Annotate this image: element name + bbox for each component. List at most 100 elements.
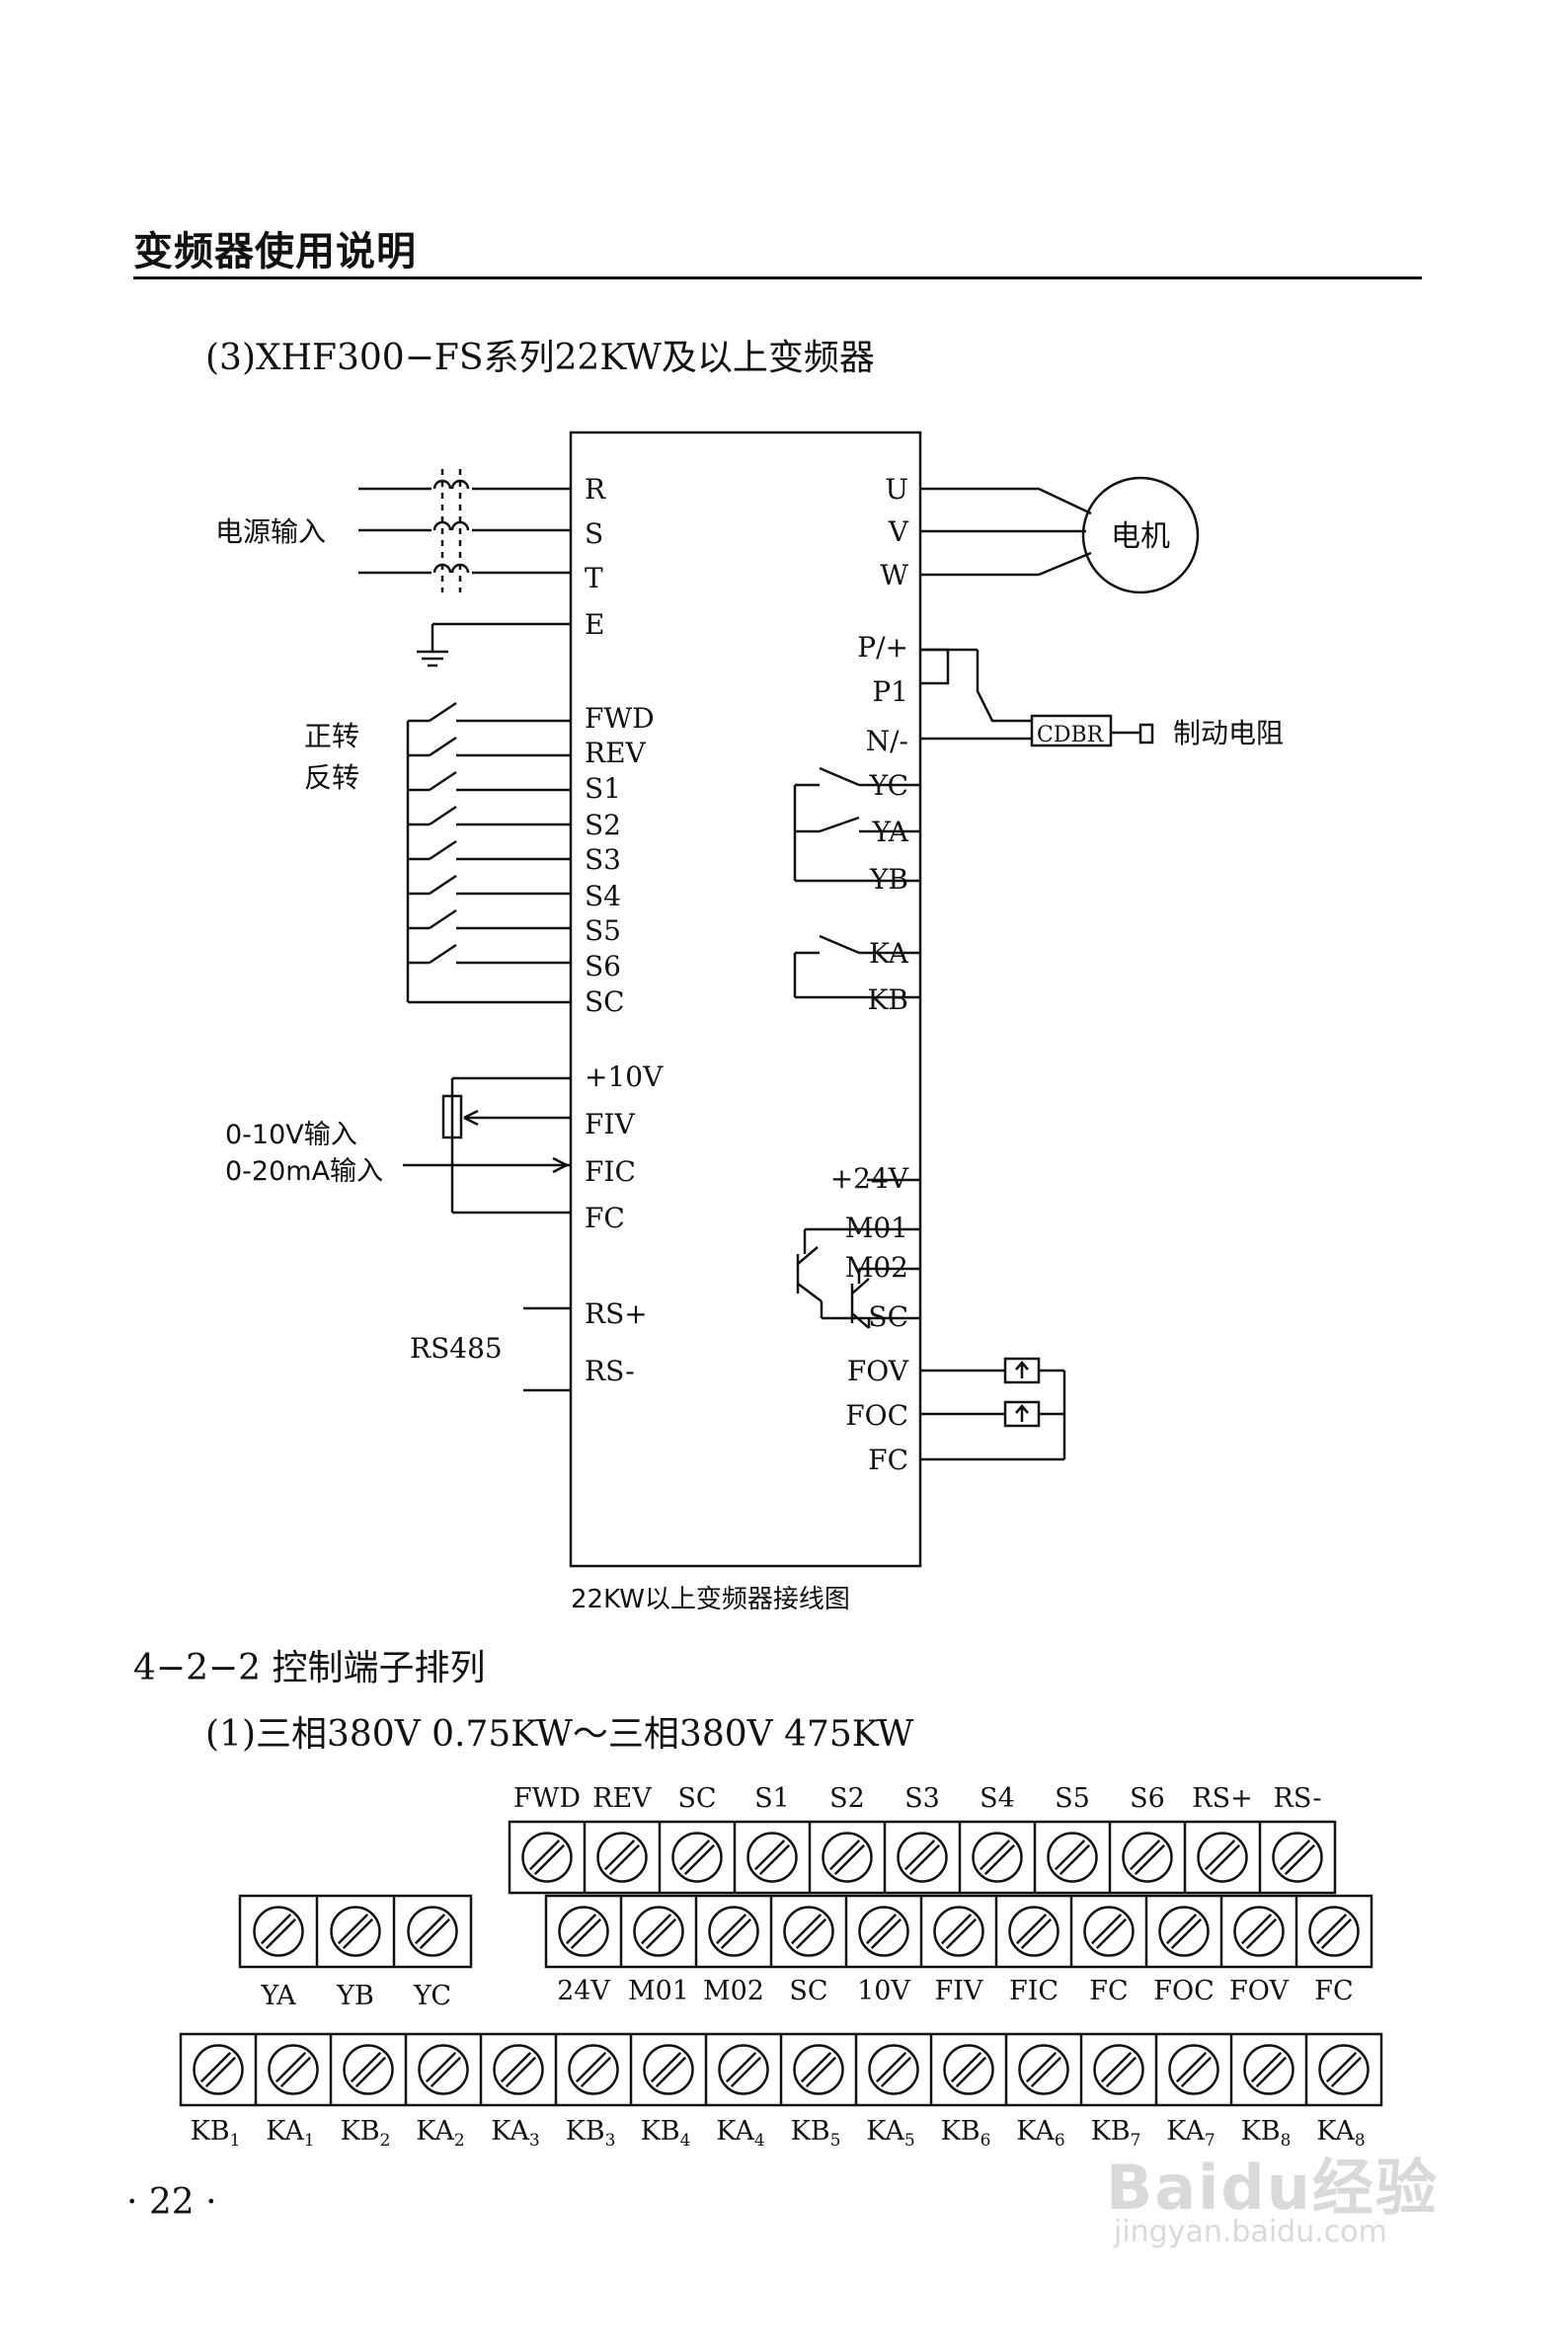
- watermark-url: jingyan.baidu.com: [1114, 2215, 1387, 2249]
- terminal-label: SC: [789, 1976, 827, 2006]
- terminal-label: KB2: [341, 2116, 391, 2151]
- power-input-label: 电源输入: [215, 515, 326, 548]
- screw-terminal: [822, 1832, 873, 1883]
- screw-terminal: [643, 2044, 694, 2095]
- brake-unit-label: CDBR: [1037, 723, 1105, 747]
- terminal-label-left: FIV: [585, 1108, 635, 1140]
- screw-terminal: [193, 2044, 244, 2095]
- diagram-caption: 22KW以上变频器接线图: [571, 1585, 850, 1614]
- terminal-row-upper-top: [508, 1820, 1337, 1895]
- terminal-label: 10V: [857, 1976, 910, 2006]
- screw-terminal: [1018, 2044, 1069, 2095]
- switch-contact: [408, 839, 571, 861]
- terminal-label: KA5: [866, 2116, 914, 2151]
- terminal-label-left: E: [585, 608, 604, 641]
- screw-terminal: [418, 2044, 469, 2095]
- brake-resistor-label: 制动电阻: [1173, 717, 1284, 749]
- screw-terminal: [493, 2044, 544, 2095]
- terminal-label: KA4: [716, 2116, 764, 2151]
- terminal-label-right: +24V: [830, 1162, 909, 1195]
- terminal-label: 24V: [557, 1976, 610, 2006]
- section422-title: 4−2−2 控制端子排列: [133, 1648, 486, 1688]
- terminal-label: KB4: [641, 2116, 691, 2151]
- current-input-label: 0-20mA输入: [225, 1156, 383, 1187]
- switch-contact: [408, 701, 571, 723]
- forward-label: 正转: [304, 720, 359, 752]
- terminal-label-right: FOV: [847, 1355, 909, 1387]
- screw-terminal: [1243, 2044, 1294, 2095]
- terminal-label-left: S3: [585, 843, 621, 876]
- terminal-label: S1: [754, 1783, 790, 1814]
- screw-terminal: [1168, 2044, 1219, 2095]
- inverter-box: [569, 431, 922, 1568]
- screw-terminal: [933, 1906, 984, 1957]
- terminal-label-left: T: [585, 562, 603, 594]
- terminal-label-left: FC: [585, 1202, 625, 1234]
- motor-label: 电机: [1111, 519, 1170, 554]
- header-rule: [133, 276, 1422, 279]
- terminal-label: KA3: [491, 2116, 539, 2151]
- switch-contact: [408, 770, 571, 792]
- screw-terminal: [943, 2044, 994, 2095]
- terminal-label-right: W: [880, 559, 908, 591]
- terminal-label-left: FWD: [585, 702, 655, 735]
- screw-terminal: [1308, 1906, 1360, 1957]
- section1-title: (1)三相380V 0.75KW～三相380V 475KW: [205, 1714, 914, 1755]
- section3-title: (3)XHF300−FS系列22KW及以上变频器: [205, 338, 875, 378]
- terminal-label: M01: [628, 1976, 689, 2006]
- screw-terminal: [1272, 1832, 1323, 1883]
- terminal-label: S3: [904, 1783, 940, 1814]
- voltage-input-label: 0-10V输入: [225, 1120, 357, 1150]
- rs485-label: RS485: [410, 1332, 503, 1365]
- terminal-label: FOV: [1229, 1976, 1289, 2006]
- terminal-label-left: RS-: [585, 1355, 635, 1387]
- screw-terminal: [596, 1832, 648, 1883]
- wiring-lines: [358, 431, 1200, 1568]
- screw-terminal: [671, 1832, 723, 1883]
- terminal-label: KA6: [1016, 2116, 1064, 2151]
- terminal-label: KA1: [266, 2116, 314, 2151]
- terminal-label-left: RS+: [585, 1297, 648, 1330]
- screw-terminal: [558, 1906, 609, 1957]
- terminal-label-left: S: [585, 517, 603, 550]
- screw-terminal: [793, 2044, 844, 2095]
- terminal-label-right: P1: [872, 675, 908, 708]
- terminal-label: KB6: [941, 2116, 991, 2151]
- terminal-blocks: [179, 1820, 1383, 2107]
- terminal-label: S6: [1130, 1783, 1165, 1814]
- terminal-label: KB7: [1091, 2116, 1141, 2151]
- terminal-label-right: YA: [871, 816, 908, 848]
- terminal-label: FC: [1089, 1976, 1128, 2006]
- screw-terminal: [253, 1906, 304, 1957]
- switch-contact: [408, 908, 571, 930]
- screw-terminal: [1122, 1832, 1173, 1883]
- screw-terminal: [868, 2044, 919, 2095]
- screw-terminal: [897, 1832, 948, 1883]
- switch-contact: [408, 943, 571, 965]
- terminal-label-right: P/+: [857, 631, 908, 664]
- terminal-label-right: M02: [845, 1251, 908, 1284]
- terminal-label: FWD: [513, 1783, 581, 1814]
- terminal-label: KB5: [791, 2116, 841, 2151]
- screw-terminal: [708, 1906, 759, 1957]
- terminal-label-left: FIC: [585, 1155, 636, 1188]
- screw-terminal: [1047, 1832, 1098, 1883]
- terminal-label: REV: [592, 1783, 652, 1814]
- terminal-label-left: SC: [585, 985, 625, 1018]
- terminal-label-right: KA: [869, 937, 909, 970]
- screw-terminal: [521, 1832, 573, 1883]
- screw-terminal: [858, 1906, 909, 1957]
- switch-contact: [408, 874, 571, 896]
- terminal-label: YB: [336, 1981, 374, 2011]
- screw-terminal: [972, 1832, 1023, 1883]
- terminal-label: YC: [413, 1981, 451, 2011]
- screw-terminal: [1083, 1906, 1135, 1957]
- terminal-label-left: REV: [585, 737, 647, 769]
- relay-wiring: [403, 766, 1066, 1461]
- switch-contact: [408, 805, 571, 826]
- switch-contact: [408, 736, 571, 757]
- terminal-label-right: SC: [868, 1300, 908, 1333]
- terminal-label: FIV: [935, 1976, 983, 2006]
- terminal-label-left: S5: [585, 914, 621, 947]
- screw-terminal: [568, 2044, 619, 2095]
